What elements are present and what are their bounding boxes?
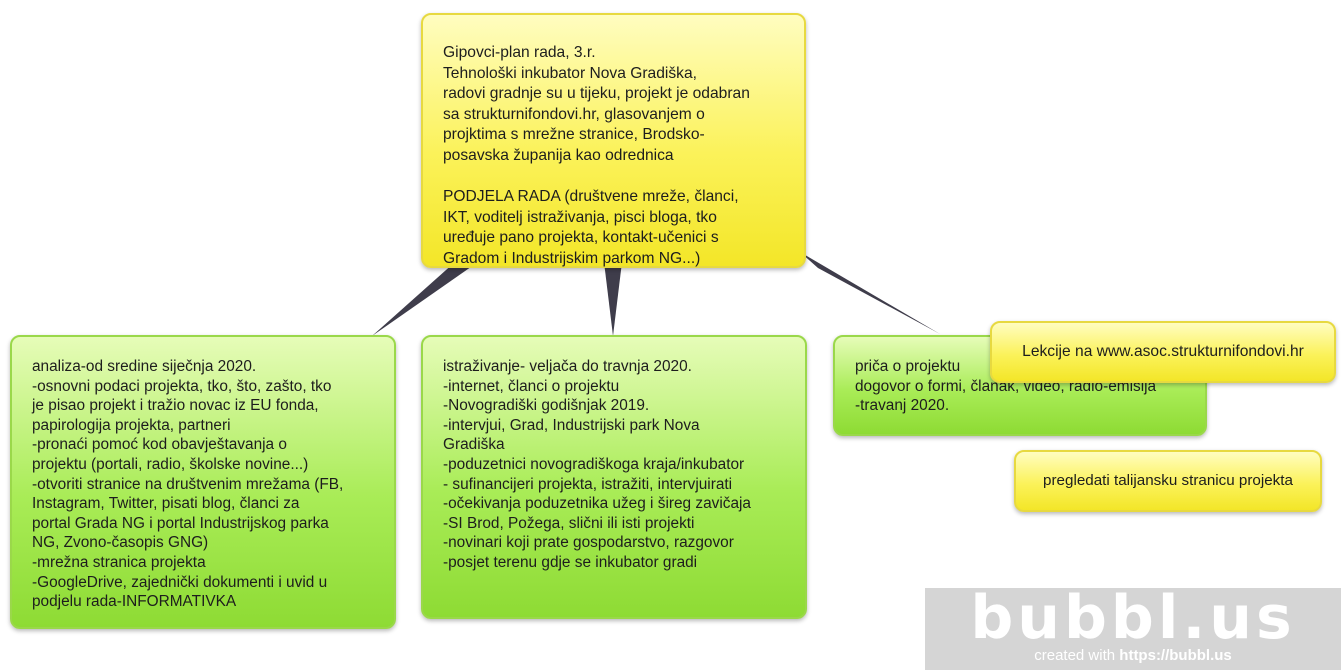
- bubblus-link[interactable]: https://bubbl.us: [1119, 647, 1232, 664]
- branch-istrazivanje-bubble[interactable]: istraživanje- veljača do travnja 2020. -…: [421, 335, 807, 619]
- created-with-label: created with: [1034, 647, 1120, 664]
- note-lekcije-bubble[interactable]: Lekcije na www.asoc.strukturnifondovi.hr: [990, 321, 1336, 383]
- connector-central-to-prica: [800, 252, 940, 334]
- bubblus-watermark: bubbl.us created with https://bubbl.us: [925, 584, 1341, 670]
- central-topic-bubble[interactable]: Gipovci-plan rada, 3.r. Tehnološki inkub…: [421, 13, 806, 268]
- created-with-text: created with https://bubbl.us: [925, 646, 1341, 666]
- bubblus-logo: bubbl.us: [970, 583, 1296, 653]
- note-pregledati-bubble[interactable]: pregledati talijansku stranicu projekta: [1014, 450, 1322, 512]
- branch-analiza-bubble[interactable]: analiza-od sredine siječnja 2020. -osnov…: [10, 335, 396, 629]
- connector-central-to-istrazivanje: [604, 262, 622, 336]
- connector-central-to-analiza: [372, 262, 478, 336]
